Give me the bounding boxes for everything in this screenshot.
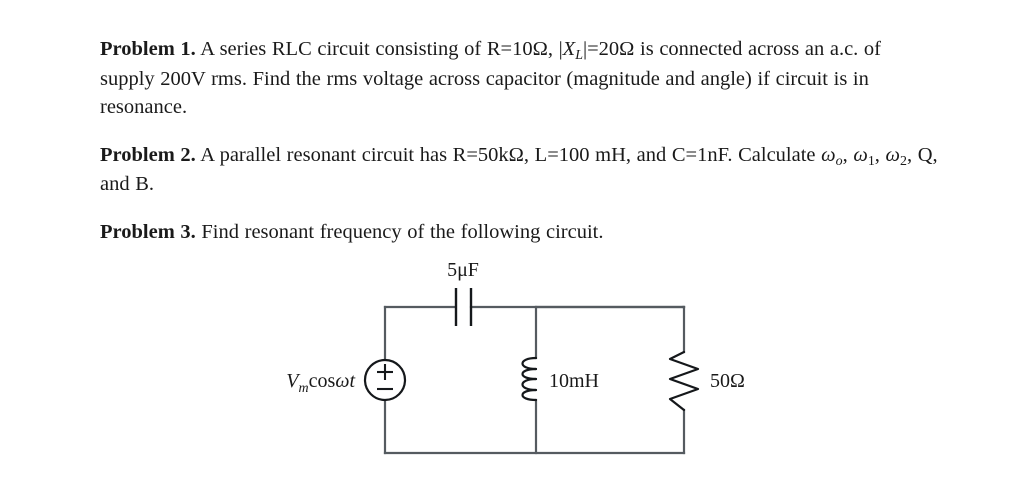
problem-1-xl-subscript: L <box>575 47 583 63</box>
problem-2-ohm-1: Ω <box>508 143 524 166</box>
problem-1-text-part4: is connected across an a.c. of supply 20… <box>100 38 882 118</box>
problem-2: Problem 2. A parallel resonant circuit h… <box>100 142 940 200</box>
voltage-source-label: Vmcosωt <box>286 370 355 396</box>
inductor-coil-4 <box>521 388 538 402</box>
voltage-source-label-var: V <box>286 370 301 392</box>
problem-1: Problem 1. A series RLC circuit consisti… <box>100 36 940 122</box>
problem-1-text-part2: , | <box>547 38 563 60</box>
problem-1-label: Problem 1. <box>100 38 196 60</box>
problem-1-text-part1: A series RLC circuit consisting of R=10 <box>200 38 533 60</box>
problem-2-omega-1: ω <box>853 143 868 166</box>
resistor-zigzag <box>668 350 700 412</box>
problem-2-omega-o: ω <box>821 143 836 166</box>
circuit-diagram: 5μF Vmcosωt 10mH 50Ω <box>250 248 810 488</box>
problem-1-ohm-2: Ω <box>619 38 635 60</box>
inductor-symbol <box>521 356 538 402</box>
inductor-label: 10mH <box>549 370 599 392</box>
problem-3-label: Problem 3. <box>100 221 196 244</box>
voltage-source-label-t: t <box>349 370 355 392</box>
voltage-source-symbol <box>363 358 407 402</box>
problem-2-text-part1: A parallel resonant circuit has R=50k <box>200 143 509 166</box>
voltage-source-label-omega: ω <box>335 370 349 392</box>
voltage-source-label-sub: m <box>299 381 309 396</box>
inductor-coil-2 <box>521 367 538 381</box>
problem-2-sep-2: , <box>874 143 886 166</box>
capacitor-label: 5μF <box>447 259 479 281</box>
problem-1-text-part3: |=20 <box>582 38 620 60</box>
resistor-label: 50Ω <box>710 370 745 392</box>
problem-3: Problem 3. Find resonant frequency of th… <box>100 219 940 247</box>
capacitor-symbol <box>454 288 473 326</box>
problem-2-text-tail: , Q, and B. <box>100 143 938 196</box>
problem-2-omega-2: ω <box>885 143 901 166</box>
problem-2-omega-1-subscript: 1 <box>867 153 875 169</box>
problem-2-omega-2-subscript: 2 <box>900 153 907 169</box>
inductor-coil-1 <box>521 356 538 371</box>
problem-2-sep-1: , <box>842 143 854 166</box>
inductor-coil-3 <box>521 377 538 392</box>
problem-1-ohm-1: Ω <box>532 38 548 60</box>
problem-2-label: Problem 2. <box>100 143 196 166</box>
problem-2-text-part2: , L=100 mH, and C=1nF. Calculate <box>523 143 822 166</box>
voltage-source-label-rest: cos <box>309 370 336 392</box>
problem-2-omega-o-subscript: o <box>835 153 843 169</box>
resistor-symbol <box>668 350 700 412</box>
problem-3-text: Find resonant frequency of the following… <box>201 221 604 244</box>
problem-1-xl-variable: X <box>562 38 576 60</box>
problem-list: Problem 1. A series RLC circuit consisti… <box>100 36 940 247</box>
